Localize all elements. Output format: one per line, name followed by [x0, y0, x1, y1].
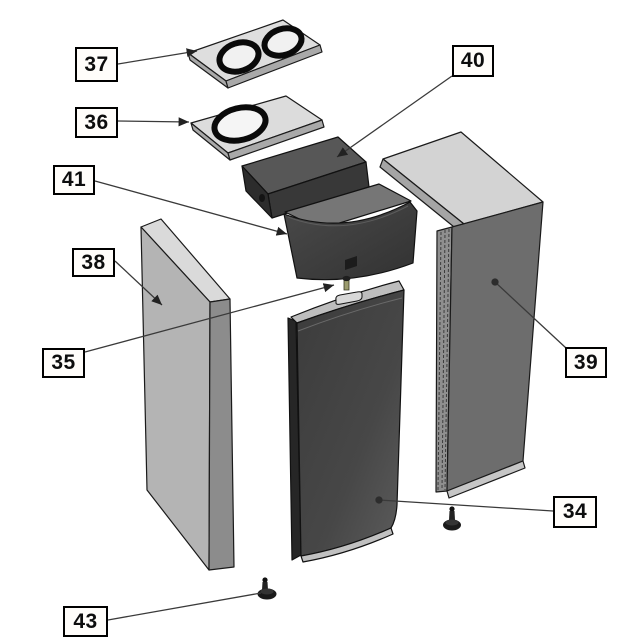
leader-line-34	[375, 496, 554, 512]
callout-37-label: 37	[84, 52, 109, 76]
callout-39: 39	[565, 347, 607, 378]
leader-line-36	[117, 117, 190, 127]
leader-line-40	[336, 75, 453, 158]
callout-43-label: 43	[73, 609, 98, 633]
callout-37: 37	[75, 47, 118, 82]
leader-line-38	[114, 260, 163, 306]
callout-40: 40	[452, 45, 494, 77]
callout-41: 41	[53, 165, 95, 195]
tank-41	[283, 183, 418, 281]
top-latch-tab	[335, 291, 363, 305]
gasket-rings	[216, 25, 305, 75]
callout-34: 34	[553, 496, 597, 528]
callout-36: 36	[75, 107, 118, 138]
leader-line-43	[107, 592, 262, 621]
gasket-ring	[211, 104, 269, 144]
leveling-foot-43	[257, 577, 277, 600]
callout-38: 38	[72, 248, 115, 277]
right-side-panel-39	[379, 131, 544, 499]
top-pin-35	[342, 275, 351, 291]
leader-line-39	[491, 278, 567, 349]
double-ring-plate-37	[187, 19, 323, 89]
callout-34-label: 34	[562, 500, 588, 523]
callout-35: 35	[42, 348, 85, 378]
callout-39-label: 39	[573, 350, 599, 374]
left-side-panel-38	[140, 218, 235, 571]
leveling-foot-center	[443, 506, 461, 531]
callout-40-label: 40	[460, 49, 486, 72]
front-panel-34	[287, 280, 405, 563]
callout-43: 43	[63, 606, 108, 637]
top-cover-40	[241, 136, 370, 219]
callout-41-label: 41	[61, 168, 87, 191]
leader-line-41	[94, 180, 288, 236]
callout-36-label: 36	[84, 110, 109, 134]
callout-35-label: 35	[51, 351, 76, 374]
leader-line-35	[84, 283, 335, 353]
panel-edge-texture	[437, 228, 450, 491]
callout-38-label: 38	[81, 250, 106, 274]
single-ring-plate-36	[190, 95, 325, 161]
leader-line-37	[117, 48, 198, 65]
